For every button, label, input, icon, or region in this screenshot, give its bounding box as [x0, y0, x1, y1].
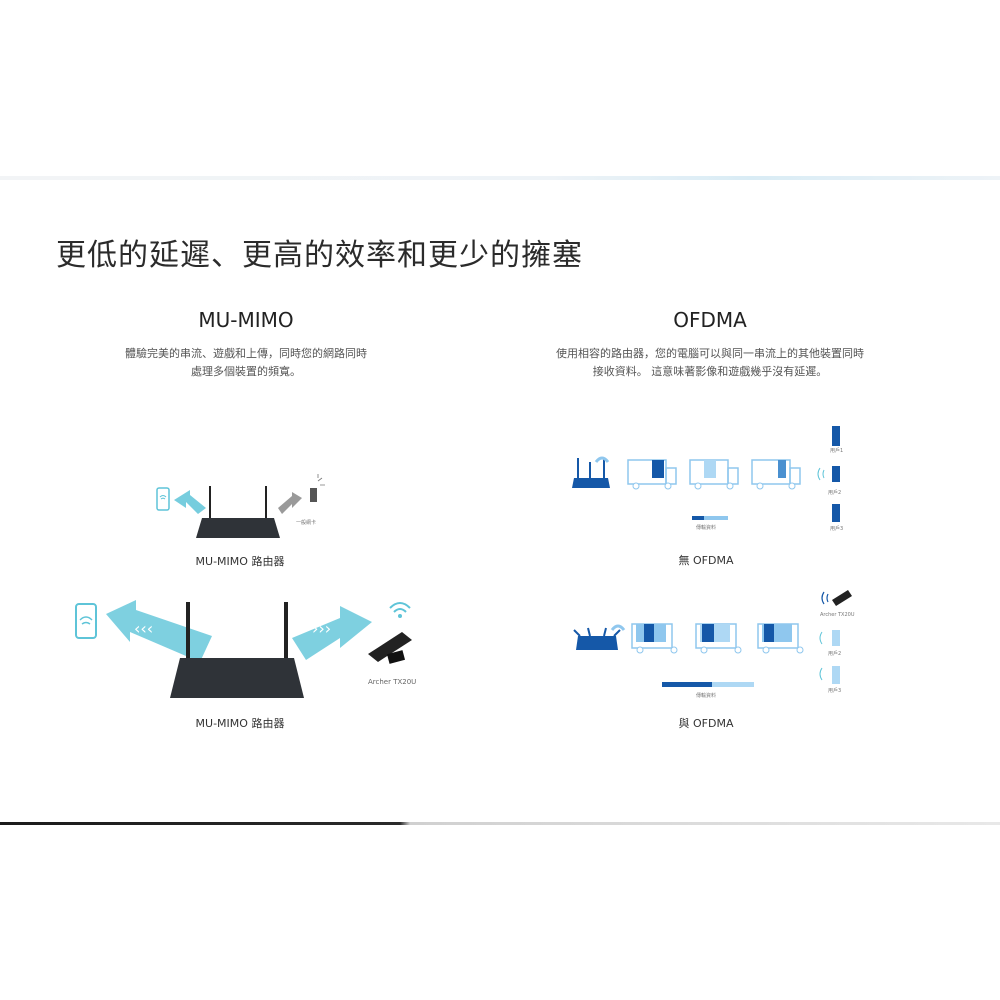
- device-3-icon: [832, 666, 840, 684]
- device-2-icon: [832, 466, 840, 482]
- device-2-icon: [832, 630, 840, 646]
- device-2-label: 用戶2: [828, 651, 842, 657]
- caption-mu-mimo-1: MU-MIMO 路由器: [195, 555, 285, 568]
- caption-mu-mimo-2: MU-MIMO 路由器: [195, 717, 285, 730]
- router-icon: [196, 518, 280, 538]
- router-blue-icon: [576, 636, 618, 650]
- data-bar: [692, 516, 728, 520]
- device-3-label: 用戶3: [828, 688, 842, 694]
- router-large-icon: [170, 658, 304, 698]
- truck-1-icon: [631, 623, 678, 654]
- arrow-left-large-icon: [106, 600, 212, 662]
- wifi-icon: [389, 602, 411, 613]
- device-3-icon: [832, 504, 840, 522]
- device-2-label: 用戶2: [828, 490, 842, 496]
- with-ofdma-diagram: [573, 590, 852, 687]
- mu-mimo-diagram-small: [156, 474, 325, 538]
- svg-text:›››: ›››: [312, 619, 331, 638]
- device-archer-label: Archer TX20U: [820, 612, 855, 618]
- ofdma-heading: OFDMA: [673, 308, 747, 332]
- archer-label: Archer TX20U: [368, 678, 417, 686]
- usb-label-small: 一般網卡: [296, 520, 317, 526]
- device-1-icon: [832, 426, 840, 446]
- top-divider: [0, 176, 1000, 180]
- archer-tx20u-icon: [832, 590, 852, 606]
- truck-1-icon: [627, 459, 677, 490]
- truck-2-icon: [689, 459, 739, 490]
- usb-adapter-icon: [310, 488, 317, 502]
- arrow-left-icon: [174, 490, 206, 514]
- phone-icon: [156, 487, 170, 511]
- arrow-right-large-icon: [292, 606, 372, 660]
- ofdma-description: 使用相容的路由器，您的電腦可以與同一串流上的其他裝置同時 接收資料。 這意味著影…: [556, 347, 864, 378]
- truck-2-icon: [695, 623, 742, 654]
- svg-text:‹‹‹: ‹‹‹: [134, 619, 153, 638]
- truck-3-icon: [757, 623, 804, 654]
- bottom-divider: [0, 822, 1000, 825]
- archer-tx20u-icon: [368, 632, 412, 662]
- router-blue-icon: [572, 478, 610, 488]
- caption-with-ofdma: 與 OFDMA: [678, 717, 734, 730]
- data-bar-label: 傳輸資料: [696, 525, 717, 531]
- data-bar-label: 傳輸資料: [696, 693, 717, 699]
- no-ofdma-diagram: [572, 426, 840, 522]
- mu-mimo-description: 體驗完美的串流、遊戲和上傳，同時您的網路同時 處理多個裝置的頻寬。: [125, 347, 367, 378]
- content-section: [0, 176, 1000, 824]
- arrow-right-icon: [278, 492, 302, 514]
- device-3-label: 用戶3: [830, 526, 844, 532]
- page-title: 更低的延遲、更高的效率和更少的擁塞: [56, 238, 583, 273]
- phone-icon: [75, 603, 97, 639]
- mu-mimo-heading: MU-MIMO: [198, 308, 294, 332]
- device-1-label: 用戶1: [830, 448, 844, 454]
- mu-mimo-diagram-large: ‹‹‹ ›››: [75, 600, 412, 698]
- caption-no-ofdma: 無 OFDMA: [678, 554, 734, 567]
- truck-3-icon: [751, 459, 801, 490]
